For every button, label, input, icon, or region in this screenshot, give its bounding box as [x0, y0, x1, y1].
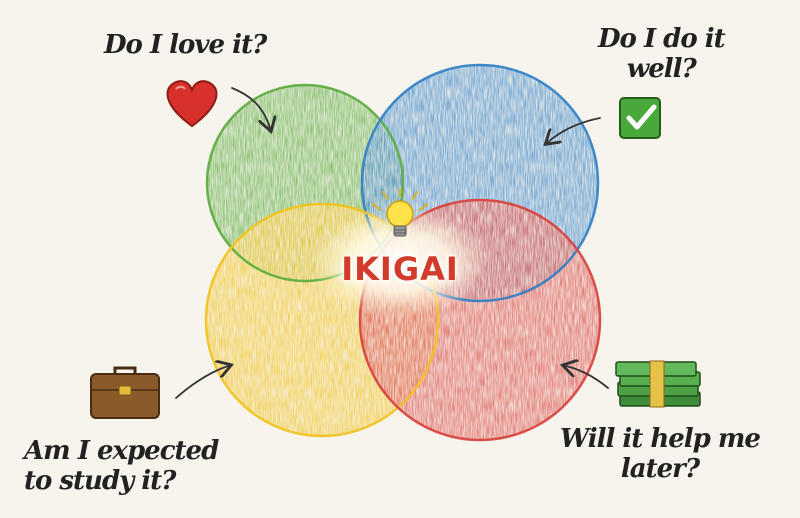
- checkbox-icon: [619, 97, 661, 139]
- briefcase-icon: [90, 366, 160, 419]
- help-question-line-2: later?: [620, 454, 700, 484]
- heart-icon: [166, 80, 218, 128]
- circle-red-outline: [358, 198, 602, 442]
- help-question-label: Will it help me later?: [560, 424, 761, 484]
- circle-blue-outline: [360, 63, 600, 303]
- study-question-line-1: Am I expected: [24, 436, 219, 466]
- lightbulb-icon: [372, 188, 428, 237]
- love-question-label: Do I love it?: [104, 30, 267, 60]
- well-question-line-2: well?: [626, 54, 697, 84]
- money-stack-icon: [615, 360, 701, 408]
- study-question-label: Am I expected to study it?: [24, 436, 219, 496]
- arrow-love: [231, 87, 270, 128]
- love-question-line-1: Do I love it?: [104, 30, 267, 60]
- help-question-line-1: Will it help me: [560, 424, 761, 454]
- arrow-help: [566, 366, 609, 389]
- circle-green-outline: [205, 83, 405, 283]
- well-question-line-1: Do I do it: [598, 24, 726, 54]
- study-question-line-2: to study it?: [24, 466, 176, 496]
- well-question-label: Do I do it well?: [598, 24, 726, 84]
- arrow-study: [175, 366, 228, 399]
- circle-yellow-outline: [204, 202, 440, 438]
- ikigai-center-label: IKIGAI: [341, 250, 459, 288]
- arrow-well: [548, 117, 601, 142]
- center-glow: [310, 207, 490, 317]
